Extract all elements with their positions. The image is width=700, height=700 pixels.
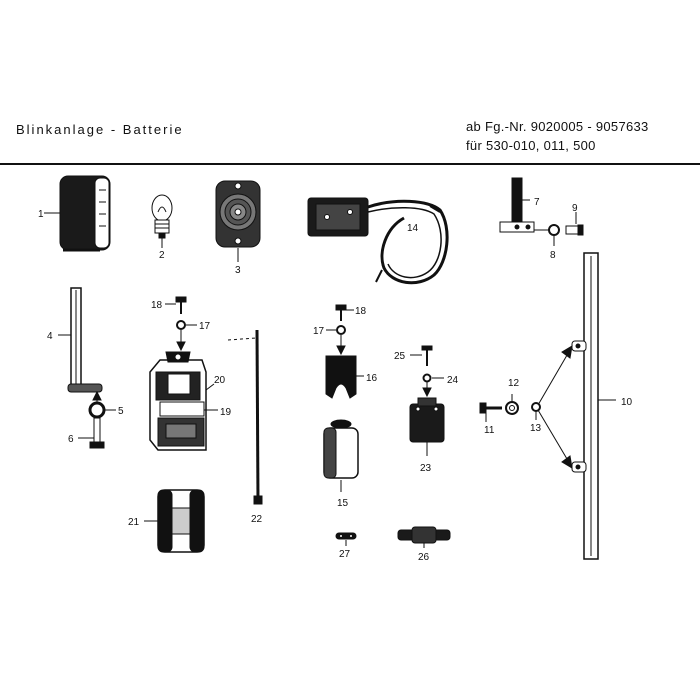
long-bar-part-10 bbox=[571, 252, 616, 560]
part-number-label: 9 bbox=[572, 203, 578, 214]
part-number-label: 12 bbox=[508, 378, 520, 389]
part-number-label: 11 bbox=[484, 425, 495, 436]
part-number-label: 23 bbox=[420, 463, 432, 474]
chassis-number-range: ab Fg.-Nr. 9020005 - 9057633 bbox=[466, 119, 649, 134]
part-number-label: 13 bbox=[530, 423, 542, 434]
screw-part-18 bbox=[165, 296, 187, 314]
washer-part-8 bbox=[534, 224, 560, 246]
part-number-label: 21 bbox=[128, 517, 140, 528]
part-number-label: 24 bbox=[447, 375, 459, 386]
assembly-arrows-part-13 bbox=[531, 345, 573, 469]
tube-part-4 bbox=[58, 287, 103, 393]
part-number-label: 18 bbox=[355, 306, 367, 317]
connector-part-26 bbox=[397, 526, 451, 548]
screw-part-18-b bbox=[335, 304, 354, 321]
rod-part-22 bbox=[227, 329, 263, 505]
battery-cover-part-21 bbox=[144, 489, 205, 553]
part-number-label: 5 bbox=[118, 406, 124, 417]
part-number-label: 22 bbox=[251, 514, 263, 525]
indicator-housing-part-1 bbox=[44, 175, 111, 252]
flasher-unit-part-19 bbox=[149, 351, 218, 451]
part-number-label: 18 bbox=[151, 300, 163, 311]
part-number-label: 14 bbox=[407, 223, 419, 234]
bolt-part-6 bbox=[78, 417, 105, 449]
bulb-part-2 bbox=[151, 194, 173, 248]
part-number-label: 27 bbox=[339, 549, 351, 560]
part-number-label: 26 bbox=[418, 552, 430, 563]
part-number-label: 19 bbox=[220, 407, 232, 418]
part-number-label: 8 bbox=[550, 250, 556, 261]
part-number-label: 17 bbox=[313, 326, 325, 337]
part-number-label: 20 bbox=[214, 375, 226, 386]
reflector-part-3 bbox=[215, 180, 261, 262]
bolt-part-11 bbox=[479, 402, 502, 422]
clip-part-16 bbox=[325, 355, 364, 399]
screw-part-25 bbox=[410, 345, 433, 366]
header-divider bbox=[0, 163, 700, 165]
capacitor-part-15 bbox=[323, 419, 359, 492]
washer-part-12 bbox=[505, 394, 519, 415]
part-number-label: 15 bbox=[337, 498, 349, 509]
washer-part-17-b bbox=[326, 325, 346, 356]
page-title: Blinkanlage - Batterie bbox=[16, 122, 184, 137]
part-number-label: 4 bbox=[47, 331, 53, 342]
washer-part-17 bbox=[176, 320, 197, 352]
part-number-label: 1 bbox=[38, 209, 44, 220]
part-number-label: 10 bbox=[621, 397, 633, 408]
part-number-label: 17 bbox=[199, 321, 211, 332]
ring-part-5 bbox=[88, 401, 116, 419]
washer-part-24 bbox=[422, 373, 444, 398]
screw-part-9 bbox=[565, 212, 584, 236]
part-number-label: 16 bbox=[366, 373, 378, 384]
bracket-part-7 bbox=[499, 177, 535, 233]
relay-block-part-23 bbox=[409, 397, 445, 456]
model-applicability: für 530-010, 011, 500 bbox=[466, 138, 596, 153]
part-number-label: 25 bbox=[394, 351, 406, 362]
part-number-label: 6 bbox=[68, 434, 74, 445]
flasher-relay-part-14 bbox=[307, 197, 449, 285]
part-number-label: 7 bbox=[534, 197, 540, 208]
link-part-27 bbox=[335, 532, 357, 546]
part-number-label: 3 bbox=[235, 265, 241, 276]
part-number-label: 2 bbox=[159, 250, 165, 261]
